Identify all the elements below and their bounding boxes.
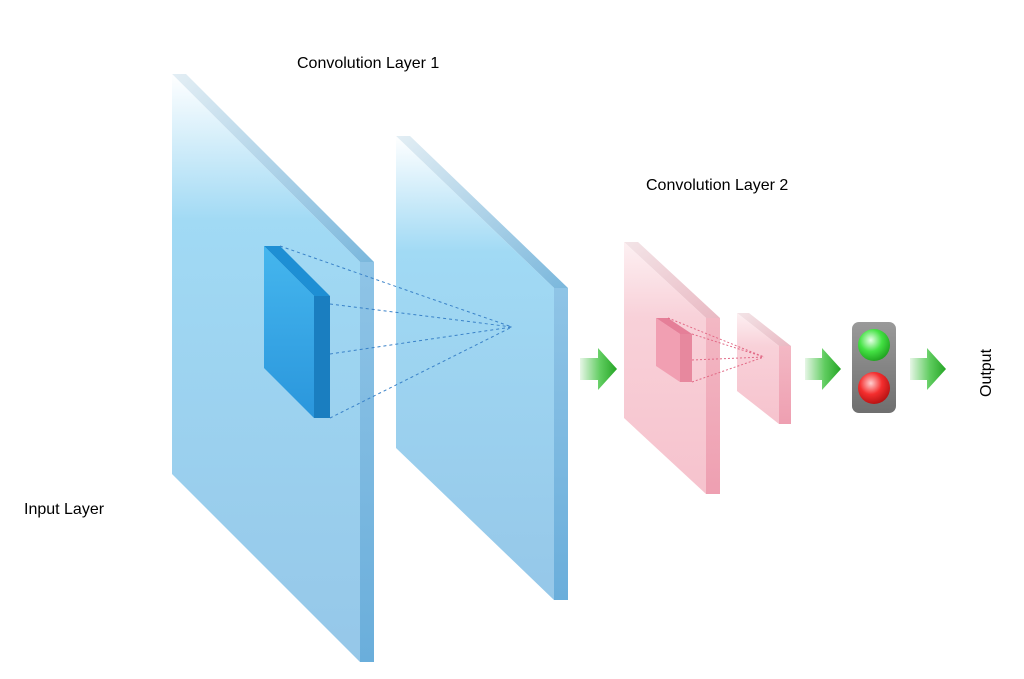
input-layer-label: Input Layer <box>24 501 105 518</box>
conv-layer-2-label: Convolution Layer 2 <box>646 177 788 194</box>
conv-layer-1-label: Convolution Layer 1 <box>297 55 439 72</box>
pooling-layer-slab <box>737 313 791 424</box>
conv2-projection-lines <box>667 317 765 383</box>
output-label: Output <box>978 348 995 397</box>
conv-layer-1-slab <box>396 136 568 600</box>
conv2-kernel-block <box>656 318 692 382</box>
green-arrow-icon <box>580 348 617 390</box>
green-arrow-icon <box>910 348 946 390</box>
input-kernel-block <box>264 246 330 418</box>
green-light-icon <box>858 329 890 361</box>
kernel-projection-lines <box>279 245 513 419</box>
green-arrow-icon <box>805 348 841 390</box>
red-light-icon <box>858 372 890 404</box>
traffic-light-icon <box>852 322 896 413</box>
